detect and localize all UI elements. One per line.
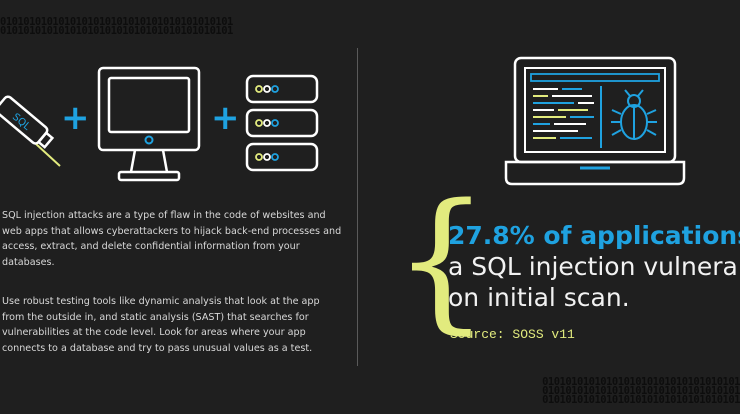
statistic-text-2: a SQL injection vulnerability — [448, 252, 740, 281]
monitor-icon — [97, 66, 201, 182]
description-paragraph: SQL injection attacks are a type of flaw… — [2, 210, 342, 268]
syringe-sql-icon: SQL — [0, 95, 61, 167]
plus-icon: + — [211, 98, 240, 138]
recommendation-paragraph: Use robust testing tools like dynamic an… — [2, 296, 320, 354]
curly-brace-decoration: { — [393, 171, 490, 348]
statistic-quote: 27.8% of applications have a SQL injecti… — [448, 220, 740, 313]
statistic-text-3: on initial scan. — [448, 283, 630, 312]
binary-pattern-top: 0101010101010101010101010101010101010101… — [0, 16, 233, 37]
laptop-bug-icon — [504, 56, 686, 186]
database-server-icon — [245, 74, 319, 172]
column-divider — [357, 48, 358, 366]
statistic-highlight: 27.8% of applications — [448, 221, 740, 250]
source-citation: Source: SOSS v11 — [450, 327, 575, 342]
plus-icon: + — [61, 98, 90, 138]
